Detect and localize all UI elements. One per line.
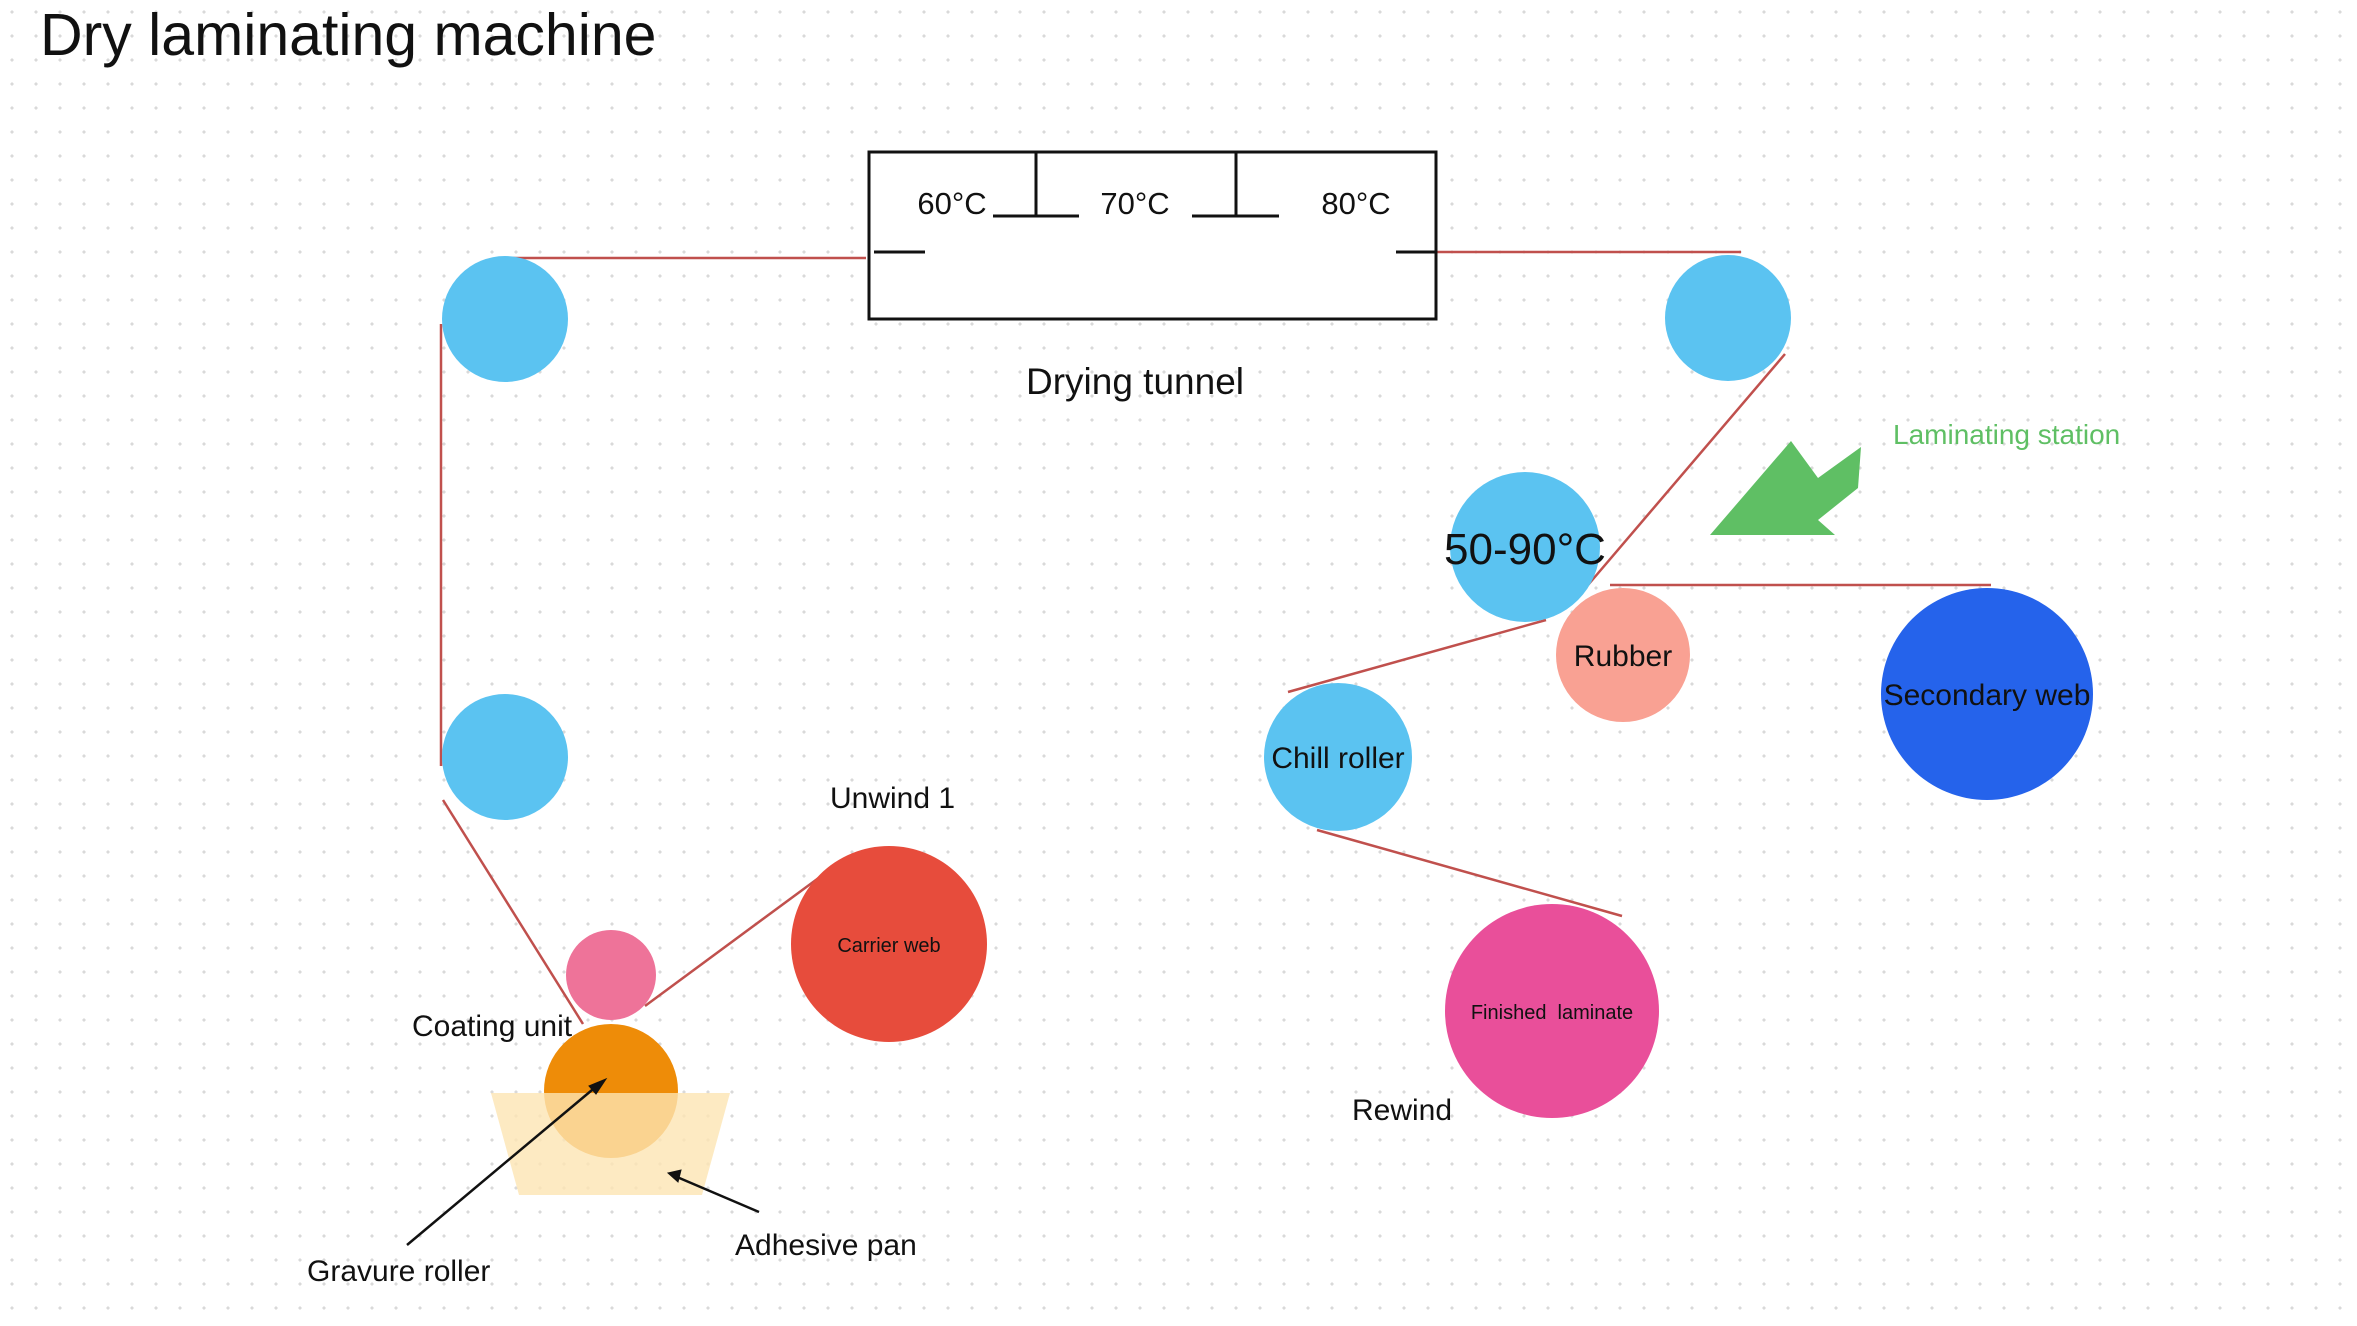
adhesive-pan: [491, 1093, 730, 1195]
secondary-web-label: Secondary web: [1884, 679, 2091, 712]
chill-roller-label: Chill roller: [1271, 742, 1404, 775]
web-segment: [1587, 353, 1786, 586]
heated-roller: [1450, 472, 1600, 622]
tunnel-divider-1: [993, 152, 1079, 218]
callout-arrows: [406, 1077, 760, 1246]
web-segment: [441, 799, 585, 1025]
finished-laminate-label: Finished laminate: [1471, 1002, 1633, 1024]
carrier-web-roll: [791, 846, 987, 1042]
finished-laminate-roll: [1445, 904, 1659, 1118]
web-segment: [644, 858, 844, 1008]
drying-tunnel: [867, 150, 1438, 321]
unwind-label: Unwind 1: [830, 782, 955, 815]
tunnel-box: [867, 150, 1438, 321]
web-segment: [1287, 618, 1547, 694]
chill-roller: [1264, 683, 1412, 831]
guide-roller-top-left: [442, 256, 568, 382]
adhesive-pan-label: Adhesive pan: [735, 1229, 917, 1262]
laminating-station-arrow: [1710, 441, 1861, 535]
carrier-web-label: Carrier web: [837, 935, 940, 957]
tunnel-divider-2: [1192, 152, 1279, 218]
rewind-label: Rewind: [1352, 1094, 1452, 1127]
secondary-web-roll: [1881, 588, 2093, 800]
guide-roller-top-right: [1665, 255, 1791, 381]
rubber-roller: [1556, 588, 1690, 722]
gravure-arrowhead: [588, 1077, 608, 1095]
drying-tunnel-label: Drying tunnel: [1026, 361, 1244, 402]
gravure-callout-arrow: [406, 1084, 599, 1246]
web-path: [439, 250, 1991, 1025]
gravure-roller-label: Gravure roller: [307, 1255, 490, 1288]
rubber-roller-label: Rubber: [1574, 640, 1672, 673]
pan-callout-arrow: [676, 1175, 760, 1214]
guide-roller-bottom-left: [442, 694, 568, 820]
pan-arrowhead: [666, 1169, 682, 1183]
diagram-title: Dry laminating machine: [40, 2, 657, 68]
laminating-station-label: Laminating station: [1893, 419, 2120, 450]
tunnel-zone-2: 70°C: [1100, 186, 1169, 221]
coating-impression-roller: [566, 930, 656, 1020]
coating-unit-label: Coating unit: [412, 1010, 573, 1043]
tunnel-zone-1: 60°C: [917, 186, 986, 221]
heated-roller-temp: 50-90°C: [1444, 525, 1606, 574]
tunnel-zone-3: 80°C: [1321, 186, 1390, 221]
web-segment: [1316, 828, 1623, 918]
